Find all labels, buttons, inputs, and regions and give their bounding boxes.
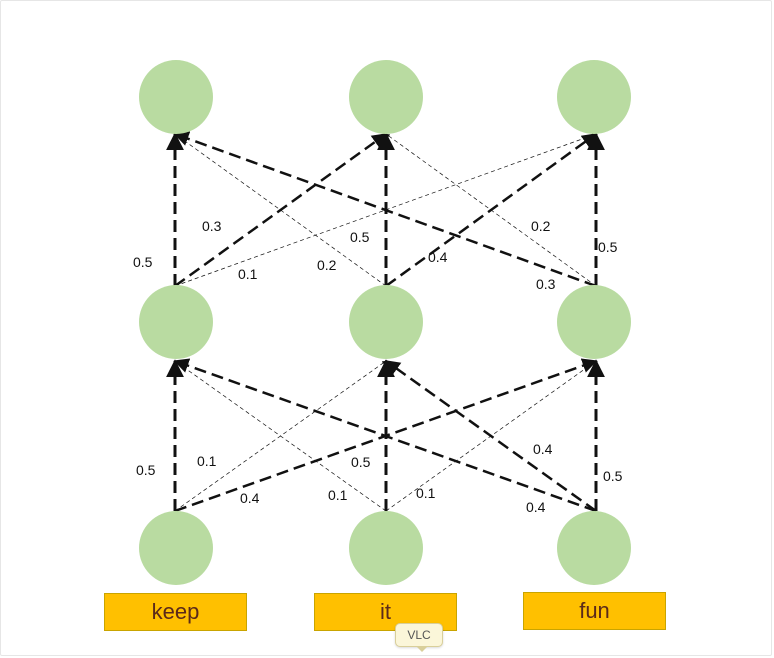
word-box-keep: keep: [104, 593, 247, 631]
edge-it-keep-lower: [174, 360, 387, 512]
weight-label: 0.2: [317, 257, 337, 273]
node-mid-fun: [557, 285, 631, 359]
weight-label: 0.2: [531, 218, 551, 234]
node-mid-keep: [139, 285, 213, 359]
vlc-tooltip: VLC: [395, 623, 443, 647]
weight-label: 0.1: [197, 453, 217, 469]
node-top-fun: [557, 60, 631, 134]
node-top-keep: [139, 60, 213, 134]
weight-label: 0.4: [240, 490, 260, 506]
edge-keep-fun-upper: [174, 133, 597, 287]
weight-label: 0.5: [133, 254, 153, 270]
edge-fun-keep-upper: [173, 131, 597, 288]
edge-fun-it-lower: [384, 359, 597, 513]
weight-label: 0.4: [428, 249, 448, 265]
weight-label: 0.5: [350, 229, 370, 245]
node-bottom-it: [349, 511, 423, 585]
weight-label: 0.4: [526, 499, 546, 515]
weight-label: 0.5: [136, 462, 156, 478]
weight-label: 0.3: [202, 218, 222, 234]
node-bottom-fun: [557, 511, 631, 585]
weight-label: 0.5: [603, 468, 623, 484]
node-mid-it: [349, 285, 423, 359]
weight-label: 0.5: [598, 239, 618, 255]
weight-label: 0.1: [238, 266, 258, 282]
attention-diagram: 0.5 0.1 0.4 0.5 0.1 0.1 0.4 0.4 0.5 0.5 …: [133, 60, 631, 585]
weight-label: 0.3: [536, 276, 556, 292]
node-bottom-keep: [139, 511, 213, 585]
word-box-fun: fun: [523, 592, 666, 630]
edge-keep-it-upper: [174, 132, 388, 288]
edge-it-keep-upper: [174, 133, 387, 287]
weight-label: 0.4: [533, 441, 553, 457]
tooltip-tail: [416, 646, 428, 652]
edge-fun-keep-lower: [173, 358, 597, 513]
weight-label: 0.1: [416, 485, 436, 501]
edge-fun-it-upper: [385, 133, 597, 287]
weight-label: 0.5: [351, 454, 371, 470]
weight-label: 0.1: [328, 487, 348, 503]
node-top-it: [349, 60, 423, 134]
